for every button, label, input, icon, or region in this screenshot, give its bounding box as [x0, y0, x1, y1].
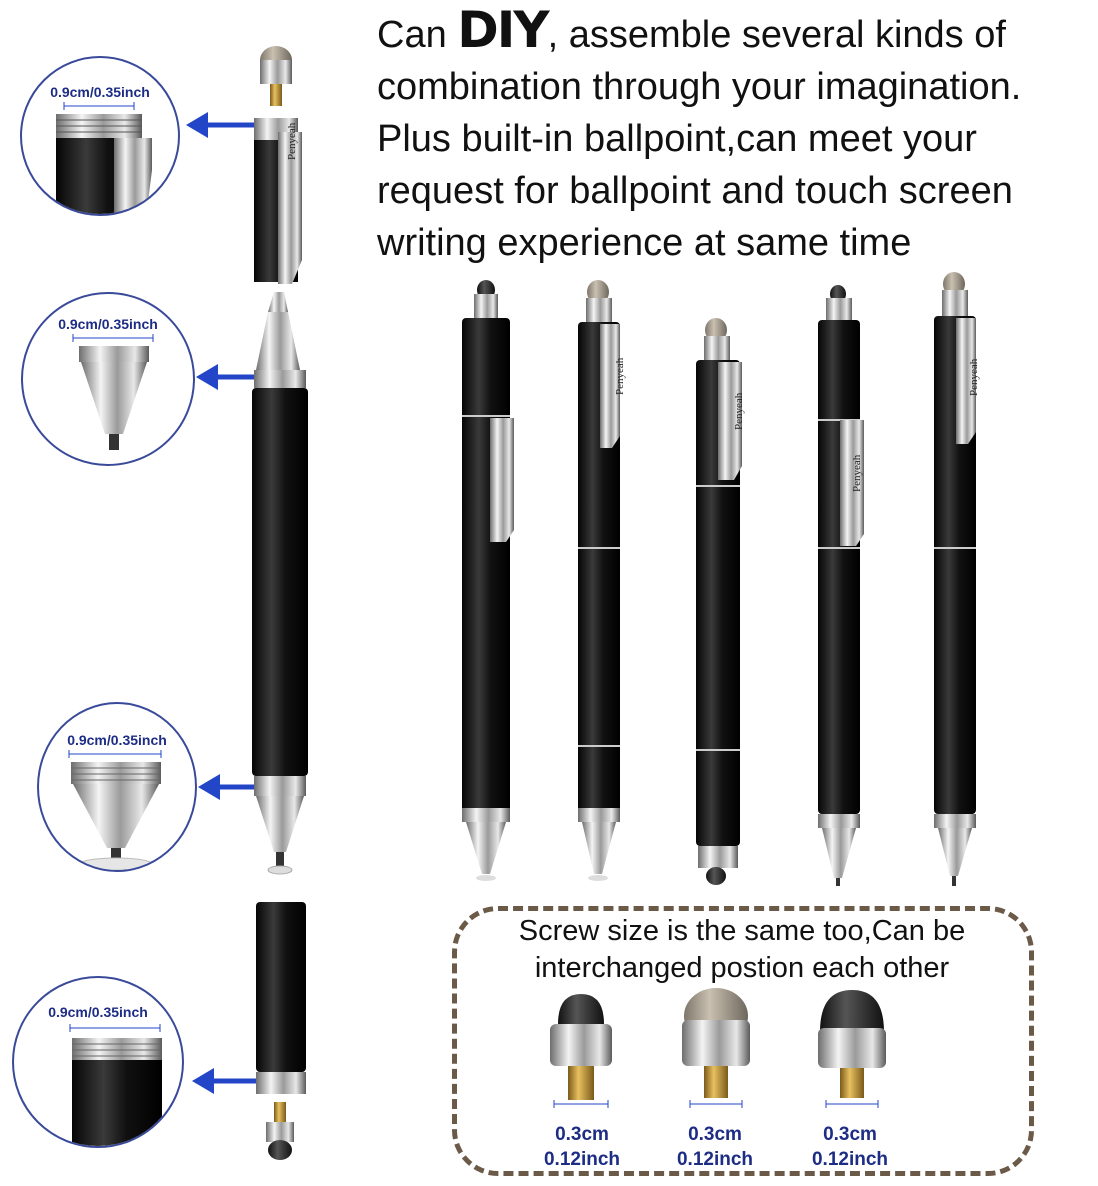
clip-brand-text: Penyeah — [733, 392, 745, 430]
clip-brand-text: Penyeah — [614, 357, 626, 395]
arrow-icon — [198, 774, 258, 800]
tip-1-size-inch: 0.12inch — [543, 1149, 621, 1170]
mesh-tip-image — [682, 988, 750, 1108]
tip-3-size-inch: 0.12inch — [811, 1149, 889, 1170]
clip-brand-text: Penyeah — [286, 122, 298, 160]
tip-2-size-cm: 0.3cm — [688, 1124, 742, 1145]
tip-2-dimension: 0.3cm 0.12inch — [660, 1122, 770, 1172]
tip-1-dimension: 0.3cm 0.12inch — [527, 1122, 637, 1172]
dimension-label: 0.9cm/0.35inch — [58, 316, 158, 332]
assembled-pen-2 — [578, 280, 620, 881]
tip-2-size-inch: 0.12inch — [676, 1149, 754, 1170]
callout-body-end: 0.9cm/0.35inch — [12, 976, 184, 1148]
headline-line-2: combination through your imagination. — [377, 66, 1022, 108]
arrow-icon — [186, 112, 254, 138]
screw-info-text: Screw size is the same too,Can be interc… — [462, 913, 1022, 987]
tip-3-size-cm: 0.3cm — [823, 1124, 877, 1145]
exploded-stylus-pen — [252, 46, 308, 1160]
headline-line-3: Plus built-in ballpoint,can meet your — [377, 118, 977, 160]
headline: Can DIY, assemble several kinds of combi… — [377, 4, 1092, 269]
assembled-pen-1 — [462, 280, 514, 881]
dimension-label: 0.9cm/0.35inch — [48, 1004, 148, 1020]
callout-disc-tip: 0.9cm/0.35inch — [37, 702, 197, 872]
arrow-icon — [196, 364, 256, 390]
screw-info-panel — [452, 906, 1034, 1176]
callout-ballpoint-tip: 0.9cm/0.35inch — [21, 292, 195, 466]
clip-brand-text: Penyeah — [968, 358, 980, 396]
tip-3-dimension: 0.3cm 0.12inch — [795, 1122, 905, 1172]
dimension-label: 0.9cm/0.35inch — [67, 732, 167, 748]
dimension-label: 0.9cm/0.35inch — [50, 84, 150, 100]
callout-cap-end: 0.9cm/0.35inch — [20, 56, 180, 216]
tip-1-size-cm: 0.3cm — [555, 1124, 609, 1145]
assembled-pen-3 — [696, 318, 742, 885]
assembled-pen-4 — [818, 285, 864, 886]
headline-line-1: Can DIY, assemble several kinds of — [377, 4, 1092, 61]
headline-line-5: writing experience at same time — [377, 222, 912, 264]
arrow-icon — [192, 1068, 256, 1094]
rubber-tip-large-image — [818, 990, 886, 1108]
headline-line-4: request for ballpoint and touch screen — [377, 170, 1013, 212]
headline-diy: DIY — [457, 1, 549, 59]
headline-suffix: , assemble several kinds of — [547, 14, 1006, 56]
assembled-pen-5 — [934, 272, 976, 886]
screw-info-line-2: interchanged postion each other — [534, 952, 950, 984]
screw-info-line-1: Screw size is the same too,Can be — [518, 915, 966, 947]
headline-prefix: Can — [377, 14, 458, 56]
clip-brand-text: Penyeah — [851, 454, 863, 492]
rubber-tip-small-image — [550, 994, 612, 1108]
